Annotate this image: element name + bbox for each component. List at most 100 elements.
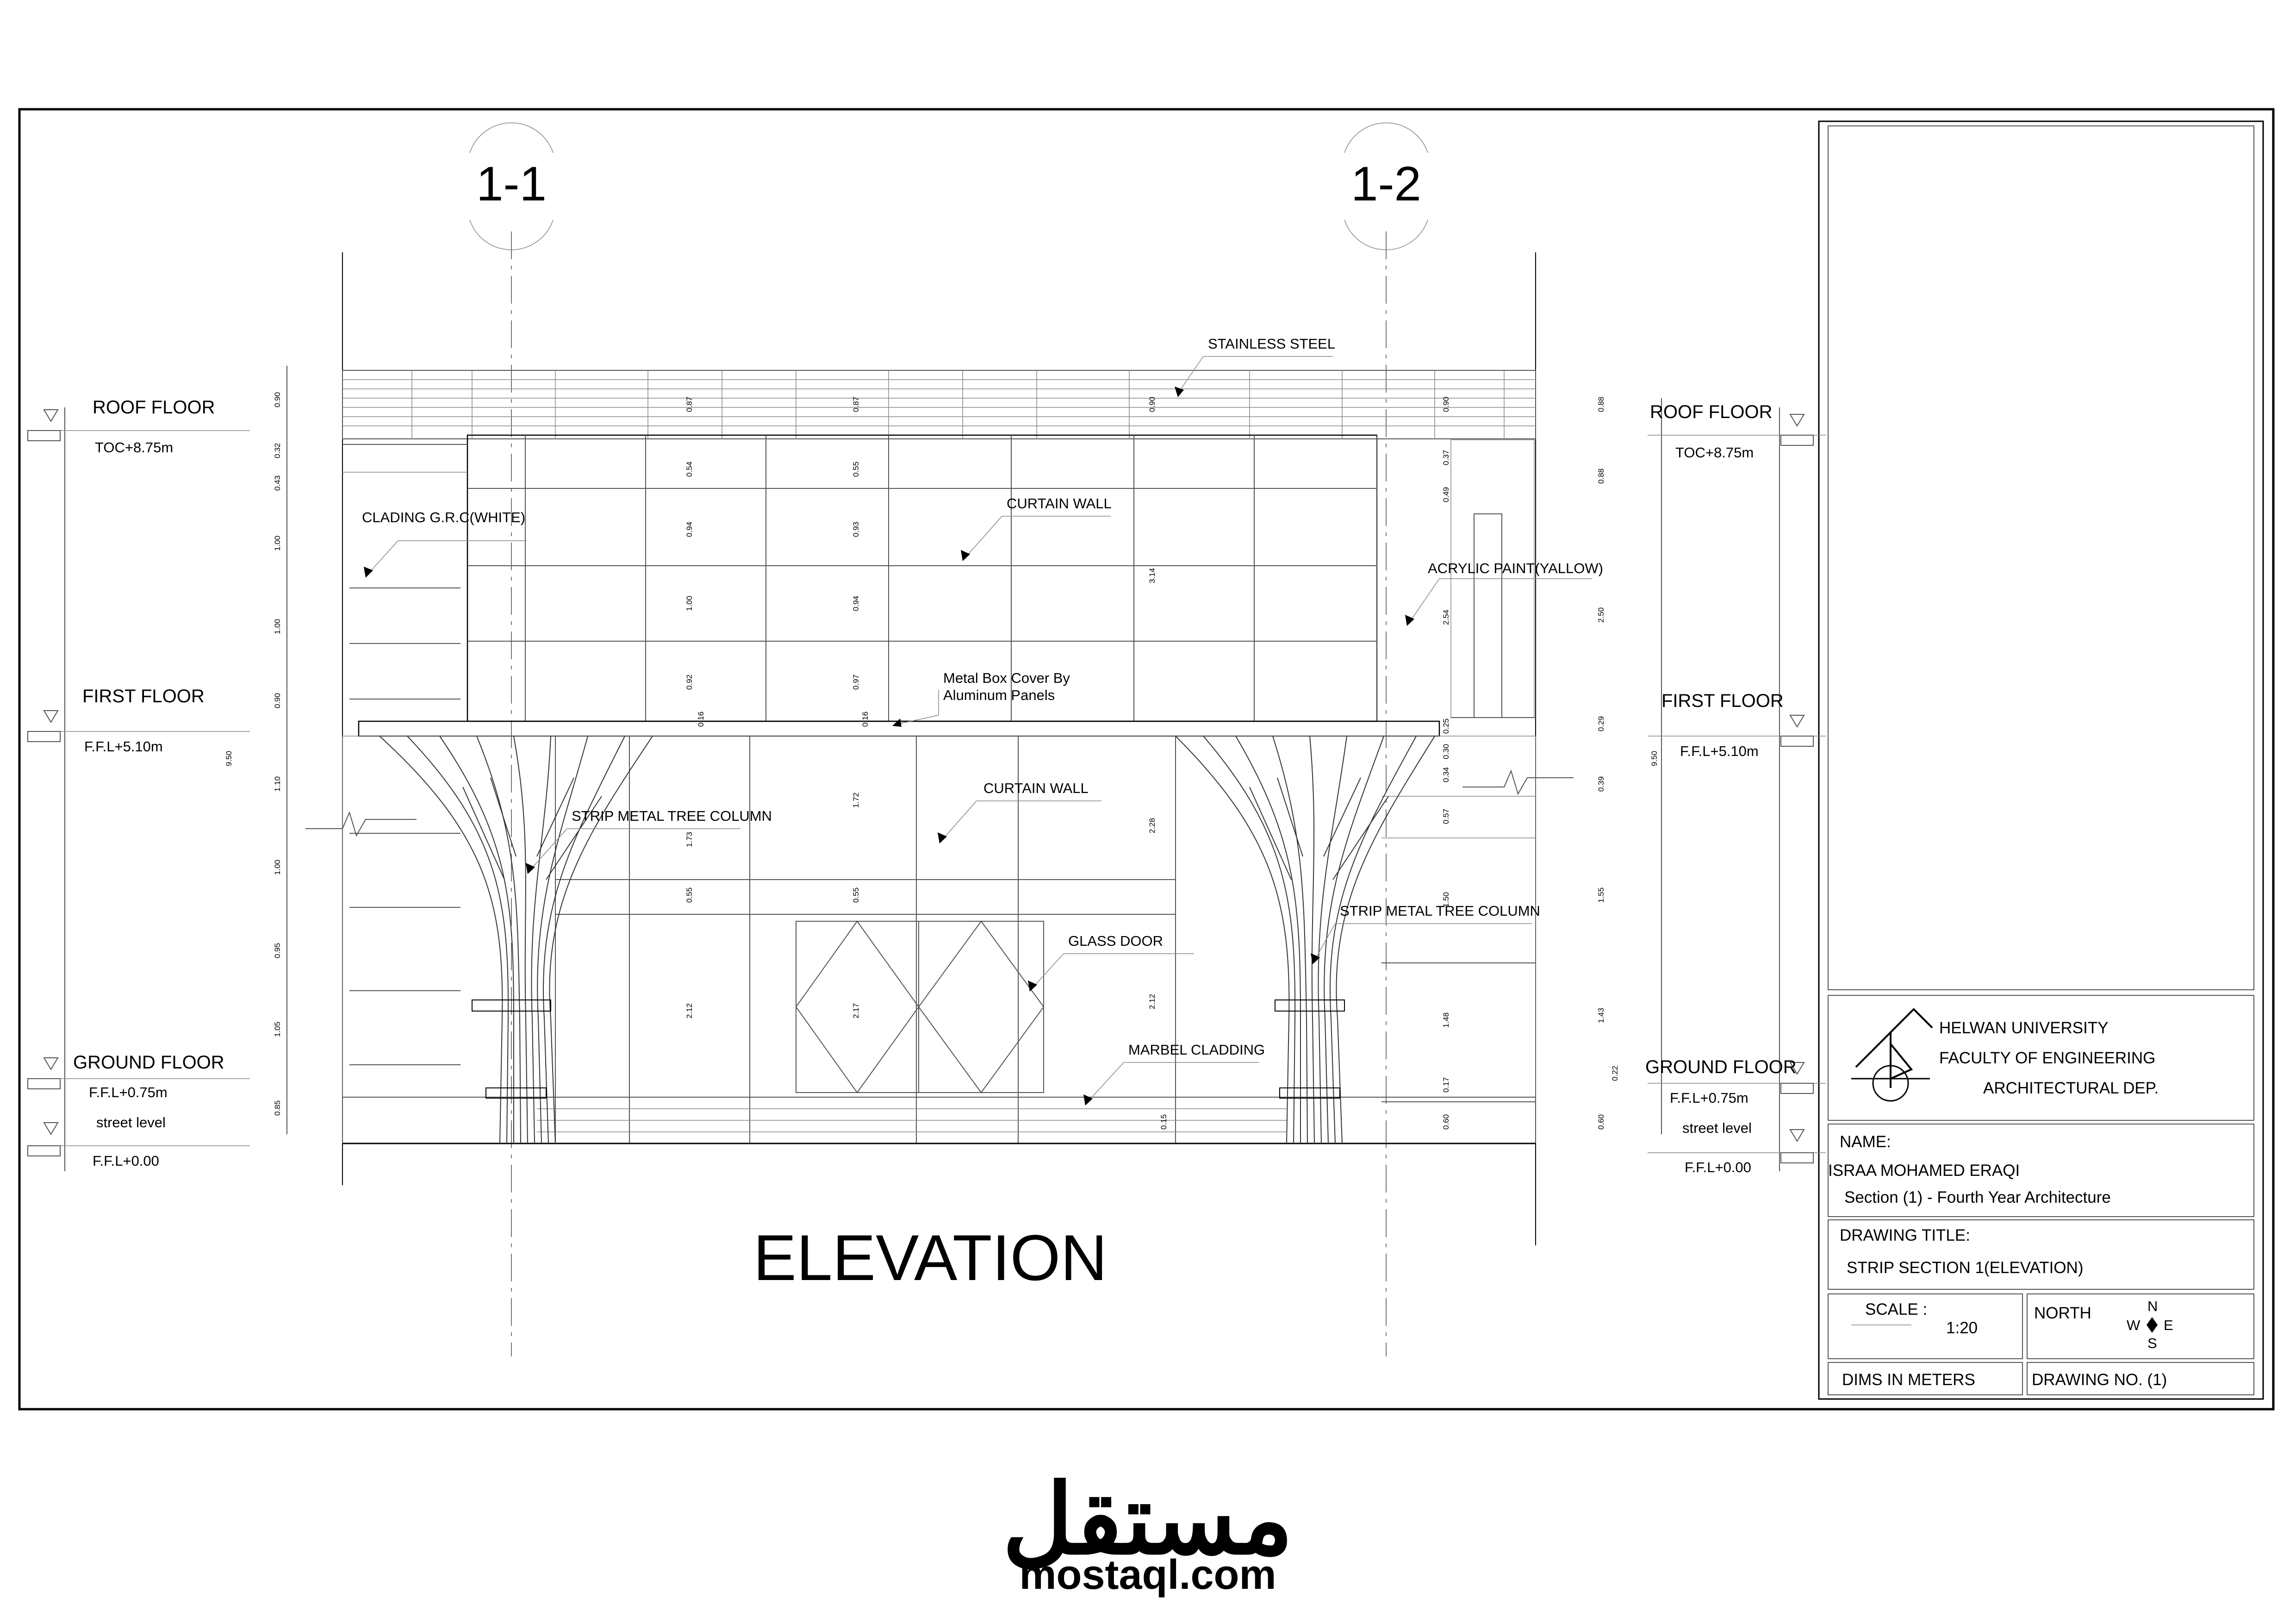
svg-text:2.12: 2.12 xyxy=(685,1003,694,1018)
svg-text:0.29: 0.29 xyxy=(1597,716,1605,731)
section-marker-label: 1-1 xyxy=(476,157,547,211)
title-block-outer xyxy=(1818,120,2264,1400)
svg-text:DIMS IN METERS: DIMS IN METERS xyxy=(1842,1371,1975,1389)
north-panel xyxy=(2027,1293,2254,1359)
annotation-glass-door: GLASS DOOR xyxy=(1028,933,1194,992)
svg-text:FIRST FLOOR: FIRST FLOOR xyxy=(1661,691,1784,711)
svg-text:1.00: 1.00 xyxy=(685,596,694,611)
section-marker-1-1: 1-1 xyxy=(469,122,554,250)
svg-text:9.50: 9.50 xyxy=(1650,751,1659,766)
svg-text:GLASS DOOR: GLASS DOOR xyxy=(1068,933,1163,949)
svg-text:0.97: 0.97 xyxy=(852,675,860,690)
section-marker-1-2: 1-2 xyxy=(1344,122,1428,250)
svg-text:0.30: 0.30 xyxy=(1442,744,1450,759)
marble-cladding-base xyxy=(342,1097,1536,1144)
stainless-steel-railing xyxy=(342,370,1536,439)
svg-text:CLADING G.R.C(WHITE): CLADING G.R.C(WHITE) xyxy=(362,509,525,525)
watermark-latin: mostaql.com xyxy=(1019,1552,1276,1598)
svg-text:0.25: 0.25 xyxy=(1442,718,1450,734)
level-markers-left: ROOF FLOOR TOC+8.75m FIRST FLOOR F.F.L+5… xyxy=(27,366,287,1171)
annotation-acrylic-paint: ACRYLIC PAINT(YALLOW) xyxy=(1405,560,1603,626)
annotation-tree-column-right: STRIP METAL TREE COLUMN xyxy=(1311,903,1540,964)
svg-text:ACRYLIC PAINT(YALLOW): ACRYLIC PAINT(YALLOW) xyxy=(1428,560,1603,576)
svg-text:0.16: 0.16 xyxy=(861,712,870,727)
svg-text:GROUND FLOOR: GROUND FLOOR xyxy=(73,1052,224,1073)
dimensions: 0.90 0.32 0.43 1.00 1.00 0.90 1.10 1.00 … xyxy=(224,392,1659,1130)
svg-text:DRAWING TITLE:: DRAWING TITLE: xyxy=(1840,1226,1970,1244)
svg-text:2.28: 2.28 xyxy=(1148,818,1157,833)
scale-panel xyxy=(1828,1293,2023,1359)
svg-text:MARBEL CLADDING: MARBEL CLADDING xyxy=(1128,1042,1265,1058)
level-street-left: street level F.F.L+0.00 xyxy=(27,1114,166,1169)
svg-text:0.95: 0.95 xyxy=(273,943,282,958)
svg-text:F.F.L+0.00: F.F.L+0.00 xyxy=(93,1153,159,1169)
svg-text:Aluminum Panels: Aluminum Panels xyxy=(943,687,1055,703)
svg-text:3.14: 3.14 xyxy=(1148,568,1157,583)
tree-column-right xyxy=(1175,736,1435,1144)
svg-text:GROUND FLOOR: GROUND FLOOR xyxy=(1645,1057,1797,1077)
svg-text:HELWAN UNIVERSITY: HELWAN UNIVERSITY xyxy=(1939,1019,2109,1037)
svg-text:0.90: 0.90 xyxy=(1442,397,1450,412)
svg-text:0.93: 0.93 xyxy=(852,522,860,537)
grc-cladding-wall xyxy=(342,444,467,700)
svg-text:SCALE :: SCALE : xyxy=(1865,1300,1927,1318)
svg-text:NAME:: NAME: xyxy=(1840,1133,1891,1151)
svg-text:0.16: 0.16 xyxy=(697,712,705,727)
svg-text:1.43: 1.43 xyxy=(1597,1008,1605,1023)
svg-text:F.F.L+0.00: F.F.L+0.00 xyxy=(1685,1159,1751,1175)
svg-text:0.32: 0.32 xyxy=(273,443,282,458)
svg-text:0.60: 0.60 xyxy=(1597,1114,1605,1130)
svg-text:0.87: 0.87 xyxy=(685,397,694,412)
svg-text:ISRAA MOHAMED ERAQI: ISRAA MOHAMED ERAQI xyxy=(1828,1162,2020,1180)
svg-text:0.49: 0.49 xyxy=(1442,487,1450,502)
university-logo xyxy=(1851,1008,1933,1102)
svg-text:NORTH: NORTH xyxy=(2034,1304,2091,1322)
svg-text:0.60: 0.60 xyxy=(1442,1114,1450,1130)
svg-text:F.F.L+5.10m: F.F.L+5.10m xyxy=(1680,743,1759,759)
svg-text:0.22: 0.22 xyxy=(1611,1066,1619,1081)
svg-text:2.54: 2.54 xyxy=(1442,610,1450,625)
mostaql-watermark: مستقل mostaql.com xyxy=(1002,1465,1293,1598)
svg-text:9.50: 9.50 xyxy=(224,751,233,766)
drawing-title: ELEVATION xyxy=(753,1221,1107,1294)
svg-text:0.15: 0.15 xyxy=(1159,1114,1168,1130)
svg-text:0.88: 0.88 xyxy=(1597,397,1605,412)
annotation-metal-box: Metal Box Cover By Aluminum Panels xyxy=(892,670,1070,727)
svg-text:FACULTY OF ENGINEERING: FACULTY OF ENGINEERING xyxy=(1939,1049,2155,1067)
svg-text:2.17: 2.17 xyxy=(852,1003,860,1018)
level-roof-left: ROOF FLOOR TOC+8.75m xyxy=(27,397,215,456)
watermark-arabic: مستقل xyxy=(1002,1465,1293,1574)
svg-text:Section (1) - Fourth Year Arch: Section (1) - Fourth Year Architecture xyxy=(1844,1188,2111,1206)
svg-text:FIRST FLOOR: FIRST FLOOR xyxy=(82,686,205,706)
dim-col-1: 0.87 0.54 0.94 1.00 0.92 0.16 1.73 0.55 … xyxy=(685,397,705,1018)
svg-text:F.F.L+5.10m: F.F.L+5.10m xyxy=(84,738,163,755)
level-first-left: FIRST FLOOR F.F.L+5.10m xyxy=(27,686,205,755)
dims-panel xyxy=(1828,1362,2023,1395)
svg-text:TOC+8.75m: TOC+8.75m xyxy=(1675,444,1754,461)
dim-chain-left: 0.90 0.32 0.43 1.00 1.00 0.90 1.10 1.00 … xyxy=(224,392,282,1116)
svg-text:street level: street level xyxy=(96,1114,166,1131)
level-markers-right: ROOF FLOOR TOC+8.75m FIRST FLOOR F.F.L+5… xyxy=(1645,398,1826,1175)
svg-text:0.55: 0.55 xyxy=(852,887,860,903)
upper-curtain-wall xyxy=(467,434,1378,722)
name-panel xyxy=(1828,1124,2254,1217)
svg-text:TOC+8.75m: TOC+8.75m xyxy=(95,439,173,456)
annotation-cladding: CLADING G.R.C(WHITE) xyxy=(362,509,527,578)
dim-col-2: 0.87 0.55 0.93 0.94 0.97 0.16 1.72 0.55 … xyxy=(852,397,870,1018)
svg-text:0.85: 0.85 xyxy=(273,1100,282,1116)
svg-text:1.48: 1.48 xyxy=(1442,1012,1450,1028)
svg-text:ARCHITECTURAL DEP.: ARCHITECTURAL DEP. xyxy=(1983,1079,2159,1097)
svg-text:0.54: 0.54 xyxy=(685,462,694,477)
svg-text:0.94: 0.94 xyxy=(685,522,694,537)
tree-column-left xyxy=(379,736,653,1144)
glass-door xyxy=(795,920,1045,1093)
svg-text:STRIP METAL TREE COLUMN: STRIP METAL TREE COLUMN xyxy=(1340,903,1540,919)
svg-text:0.94: 0.94 xyxy=(852,596,860,611)
annotation-curtain-wall-upper: CURTAIN WALL xyxy=(961,495,1112,561)
annotation-tree-column-left: STRIP METAL TREE COLUMN xyxy=(526,808,772,874)
svg-text:1.05: 1.05 xyxy=(273,1022,282,1037)
svg-text:1.00: 1.00 xyxy=(273,536,282,551)
title-block-blank-panel xyxy=(1828,125,2254,990)
level-street-right: street level F.F.L+0.00 xyxy=(1682,1120,1814,1175)
